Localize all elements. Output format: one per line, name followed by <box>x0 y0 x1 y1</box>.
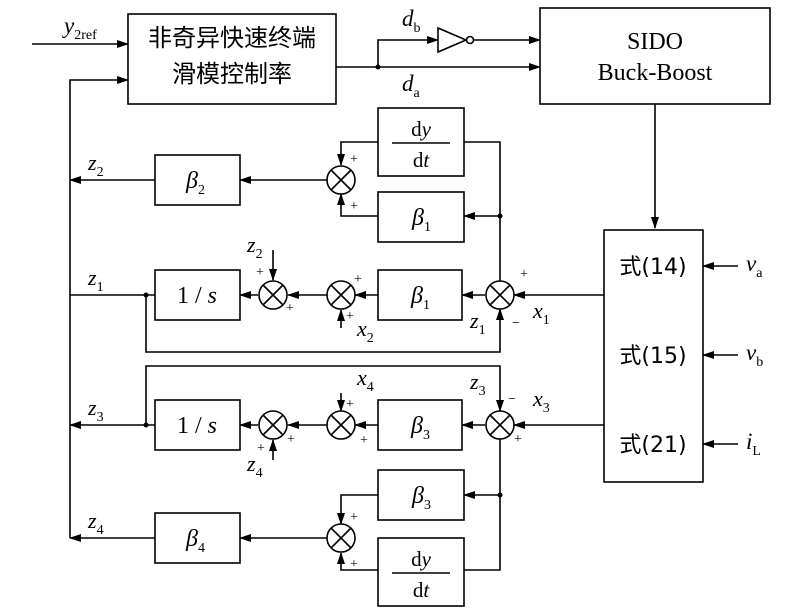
deriv-num-upper: dy <box>411 117 432 141</box>
sign-plus: + <box>256 265 264 280</box>
junction-z3-feedback <box>143 422 149 428</box>
junction-dots <box>143 64 503 498</box>
beta1-block-upper: β1 <box>377 191 465 243</box>
inverter-block <box>437 26 475 54</box>
converter-line1: SIDO <box>627 29 683 55</box>
x2-label: x2 <box>356 316 374 346</box>
z3-output-label: z3 <box>87 395 104 425</box>
beta2-label: β2 <box>185 168 205 198</box>
z1-output-label: z1 <box>87 265 104 295</box>
beta4-label: β4 <box>185 526 205 556</box>
beta3-block-row3: β3 <box>377 399 463 451</box>
beta2-block: β2 <box>154 154 241 206</box>
summing-junction-upper <box>326 165 356 195</box>
junction-upper-branch <box>497 213 503 219</box>
sign-minus: − <box>508 392 516 407</box>
va-label: va <box>746 251 763 281</box>
derivative-block-upper: dy dt <box>377 107 465 177</box>
x3-label: x3 <box>532 386 550 416</box>
vb-label: vb <box>746 340 763 370</box>
summing-junction-row3-left <box>258 410 288 440</box>
z4-output-label: z4 <box>87 508 104 538</box>
beta1-upper-label: β1 <box>411 205 431 235</box>
deriv-den-upper: dt <box>413 148 431 172</box>
x4-label: x4 <box>356 365 374 395</box>
converter-block: SIDO Buck-Boost <box>539 7 771 105</box>
integrator-block-row3: 1 / s <box>154 399 241 451</box>
summing-junction-x1 <box>485 280 515 310</box>
z4-input-label: z4 <box>246 451 263 481</box>
deriv-den-lower: dt <box>413 578 431 602</box>
controller-block: 非奇异快速终端 滑模控制率 <box>127 13 337 105</box>
sign-plus: + <box>350 199 358 214</box>
z2-input-label: z2 <box>246 232 263 262</box>
derivative-block-lower: dy dt <box>377 537 465 607</box>
beta1-block-row1: β1 <box>377 269 463 321</box>
db-label: db <box>402 6 421 36</box>
summing-junction-row1-mid <box>326 280 356 310</box>
converter-line2: Buck-Boost <box>598 60 713 86</box>
sign-plus: + <box>350 152 358 167</box>
beta1-row1-label: β1 <box>410 283 430 313</box>
controller-line2: 滑模控制率 <box>172 60 292 88</box>
sign-plus: + <box>350 510 358 525</box>
equation-block: 式(14) 式(15) 式(21) <box>603 229 704 483</box>
eq-21-label: 式(21) <box>619 433 686 458</box>
sign-plus: + <box>287 432 295 447</box>
y2ref-label: y2ref <box>62 13 97 43</box>
summing-junction-row1-left <box>258 280 288 310</box>
junction-z1-feedback <box>143 292 149 298</box>
sign-plus: + <box>346 309 354 324</box>
sign-plus: + <box>286 301 294 316</box>
sign-plus: + <box>514 432 522 447</box>
eq-15-label: 式(15) <box>619 344 686 369</box>
sign-plus: + <box>354 272 362 287</box>
wires <box>32 36 738 571</box>
z2-output-label: z2 <box>87 150 104 180</box>
iL-label: iL <box>746 429 761 459</box>
junction-da-db <box>375 64 381 70</box>
beta3-lower-label: β3 <box>411 483 431 513</box>
sign-plus: + <box>350 557 358 572</box>
z3-feedback-label: z3 <box>469 369 486 399</box>
x1-label: x1 <box>532 298 550 328</box>
sign-minus: − <box>512 316 520 331</box>
sign-plus: + <box>257 441 265 456</box>
beta3-block-lower: β3 <box>377 469 465 521</box>
da-label: da <box>402 71 421 101</box>
sign-plus: + <box>346 397 354 412</box>
sign-plus: + <box>520 267 528 282</box>
integrator-row1-label: 1 / s <box>177 283 217 309</box>
junction-lower-branch <box>497 492 503 498</box>
signal-labels: y2ref db da va vb iL z2 z1 z3 z4 x1 x2 x… <box>62 6 763 538</box>
sign-plus: + <box>360 433 368 448</box>
summing-junction-x3 <box>485 410 515 440</box>
beta4-block: β4 <box>154 512 241 564</box>
summing-junction-lower <box>326 523 356 553</box>
deriv-num-lower: dy <box>411 547 432 571</box>
junction-signs: + + + − + + + + − + + + + + + + <box>256 152 528 572</box>
beta3-row3-label: β3 <box>410 413 430 443</box>
inverter-bubble <box>465 35 475 45</box>
z1-feedback-label: z1 <box>469 308 486 338</box>
integrator-block-row1: 1 / s <box>154 269 241 321</box>
summing-junction-row3-mid <box>326 410 356 440</box>
controller-line1: 非奇异快速终端 <box>148 24 316 52</box>
integrator-row3-label: 1 / s <box>177 413 217 439</box>
eq-14-label: 式(14) <box>619 255 686 280</box>
